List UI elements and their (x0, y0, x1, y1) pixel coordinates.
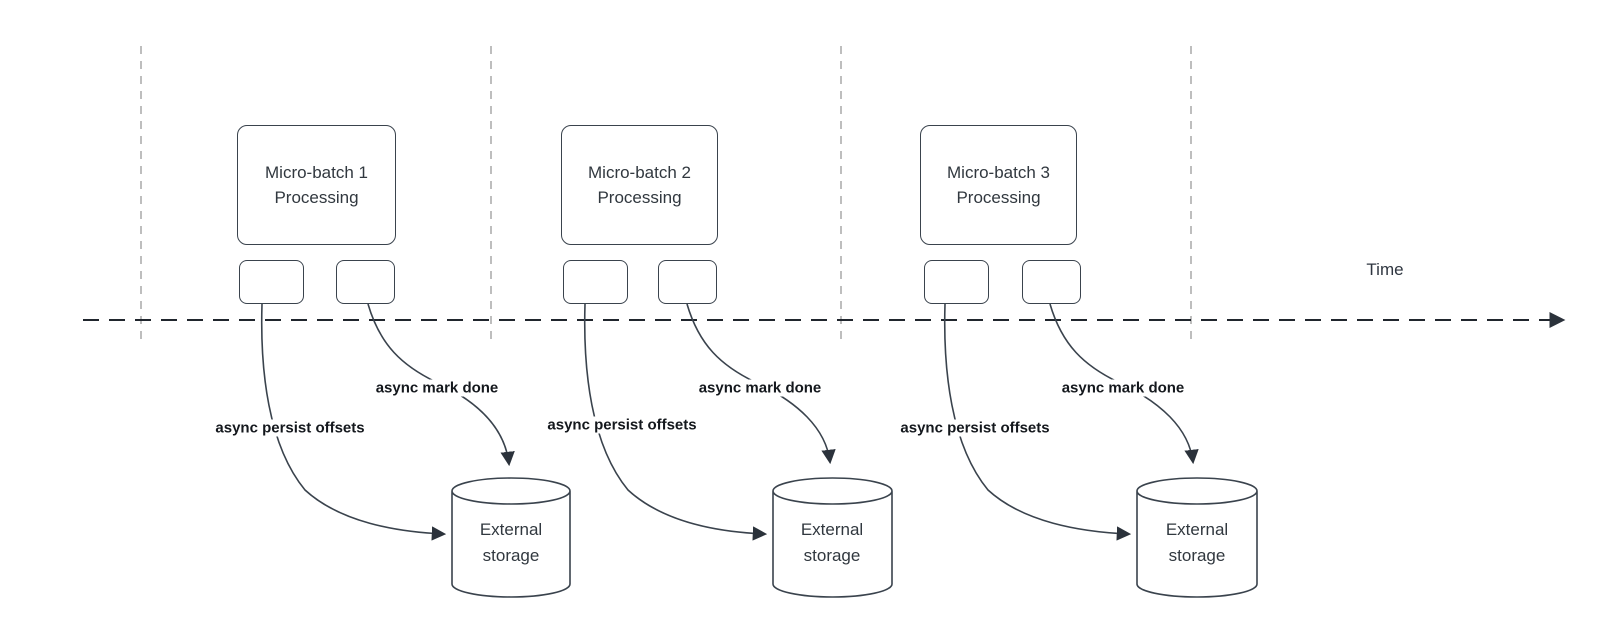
mark-done-label-1: async mark done (372, 379, 502, 397)
storage-label-line: storage (1168, 546, 1226, 565)
box-label-line: Micro-batch 3 (947, 163, 1050, 182)
storage-label-line: External (479, 520, 543, 539)
micro-batch-1-label: Micro-batch 1 Processing (265, 160, 368, 210)
micro-batch-2-label: Micro-batch 2 Processing (588, 160, 691, 210)
external-storage-label-2: External storage (801, 517, 863, 569)
external-storage-cylinder-3 (1136, 477, 1258, 598)
micro-batch-3-label: Micro-batch 3 Processing (947, 160, 1050, 210)
micro-batch-1-offset-slot (239, 260, 304, 304)
micro-batch-2-box: Micro-batch 2 Processing (561, 125, 718, 245)
storage-label-line: storage (482, 546, 540, 565)
micro-batch-1-box: Micro-batch 1 Processing (237, 125, 396, 245)
persist-offsets-arrow-1 (260, 303, 447, 541)
persist-offsets-label-2: async persist offsets (544, 416, 700, 434)
micro-batch-2-done-slot (658, 260, 717, 304)
persist-offsets-label-1: async persist offsets (212, 419, 368, 437)
storage-label-line: External (1165, 520, 1229, 539)
external-storage-label-1: External storage (480, 517, 542, 569)
external-storage-cylinder-1 (451, 477, 571, 598)
micro-batch-3-box: Micro-batch 3 Processing (920, 125, 1077, 245)
time-axis-label: Time (1366, 260, 1404, 279)
persist-offsets-arrow-2 (583, 303, 768, 541)
external-storage-label-3: External storage (1166, 517, 1228, 569)
external-storage-cylinder-2 (772, 477, 893, 598)
box-label-line: Micro-batch 2 (588, 163, 691, 182)
storage-label-line: External (800, 520, 864, 539)
storage-label-line: storage (803, 546, 861, 565)
box-label-line: Processing (956, 188, 1041, 207)
box-label-line: Micro-batch 1 (265, 163, 368, 182)
micro-batch-3-offset-slot (924, 260, 989, 304)
box-label-line: Processing (597, 188, 682, 207)
mark-done-label-2: async mark done (695, 379, 825, 397)
micro-batch-3-done-slot (1022, 260, 1081, 304)
micro-batch-1-done-slot (336, 260, 395, 304)
persist-offsets-label-3: async persist offsets (897, 419, 1053, 437)
micro-batch-2-offset-slot (563, 260, 628, 304)
persist-offsets-arrow-3 (943, 303, 1132, 541)
box-label-line: Processing (274, 188, 359, 207)
mark-done-label-3: async mark done (1058, 379, 1188, 397)
